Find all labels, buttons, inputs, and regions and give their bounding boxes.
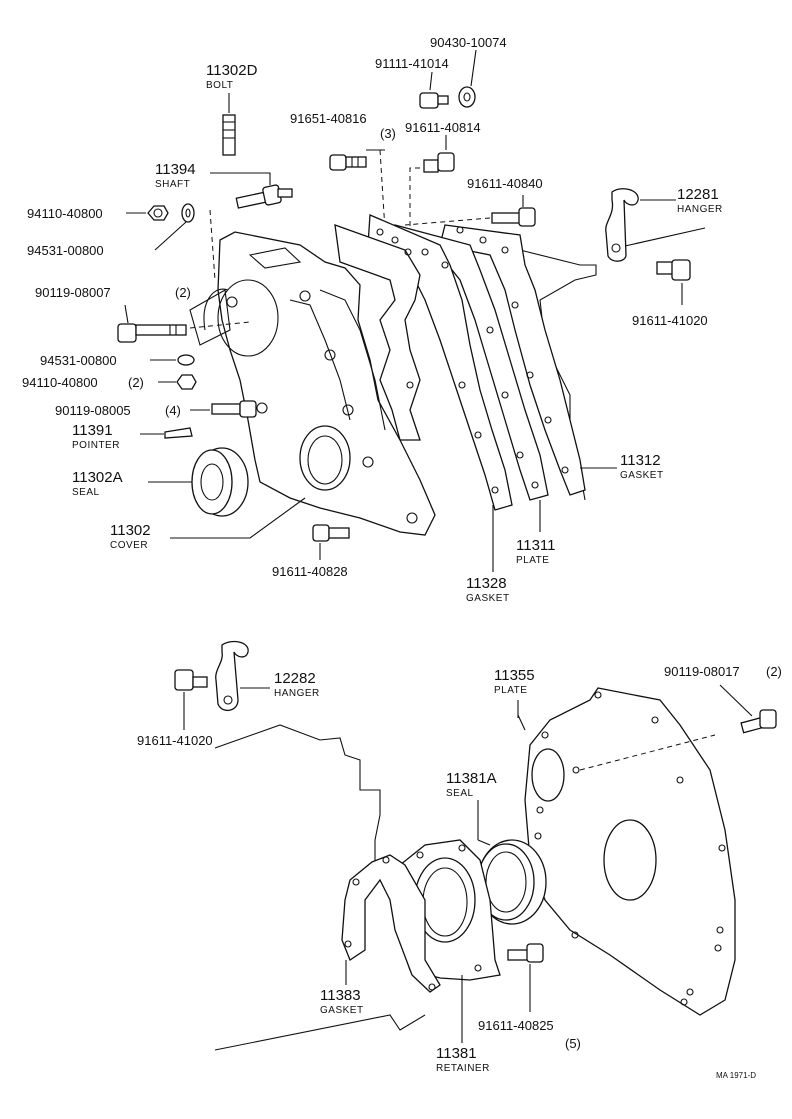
gasket-11328-shape <box>367 214 513 511</box>
bolt-90119-08005-shape <box>190 400 257 418</box>
name-11302: COVER <box>110 540 148 551</box>
plate-11311-shape <box>389 224 549 501</box>
label-91611-41020-b: 91611-41020 <box>137 733 213 748</box>
qty-91611-40825: (5) <box>565 1036 581 1051</box>
label-12281: 12281 <box>677 186 719 203</box>
name-11312: GASKET <box>620 470 664 481</box>
timing-cover-11302-shape <box>217 231 436 536</box>
label-11391: 11391 <box>72 422 113 439</box>
label-11302: 11302 <box>110 522 151 539</box>
cover-top-boss <box>248 247 302 269</box>
shaft-11394-shape <box>210 172 293 209</box>
hanger-12282-shape <box>215 640 270 711</box>
label-11311: 11311 <box>516 537 556 554</box>
cover-bracket <box>189 289 231 346</box>
qty-90119-08017: (2) <box>766 664 782 679</box>
name-11391: POINTER <box>72 440 120 451</box>
label-11328: 11328 <box>466 575 507 592</box>
label-90119-08017: 90119-08017 <box>664 664 740 679</box>
name-11383: GASKET <box>320 1005 364 1016</box>
name-12281: HANGER <box>677 204 723 215</box>
name-12282: HANGER <box>274 688 320 699</box>
gasket-holes <box>376 226 569 494</box>
label-91611-41020-a: 91611-41020 <box>632 313 708 328</box>
bolt-91611-40840-shape <box>404 195 536 227</box>
label-11302D: 11302D <box>206 62 258 79</box>
label-91111: 91111-41014 <box>375 56 449 71</box>
washer-94531-b-shape <box>150 354 195 366</box>
nut-94110-b-shape <box>158 374 197 390</box>
name-11355: PLATE <box>494 685 527 696</box>
washer-94531-shape <box>154 203 216 281</box>
name-11381: RETAINER <box>436 1063 490 1074</box>
label-91651: 91651-40816 <box>290 111 367 126</box>
bolt-91611-41020-a-shape <box>656 259 691 305</box>
cover-seal-bore <box>299 425 351 491</box>
bolt-90119-08007-shape <box>117 304 251 343</box>
label-90119-08005: 90119-08005 <box>55 403 131 418</box>
label-11381: 11381 <box>436 1045 477 1062</box>
label-11302A: 11302A <box>72 469 123 486</box>
name-11311: PLATE <box>516 555 549 566</box>
label-90119-08007: 90119-08007 <box>35 285 111 300</box>
part-labels: 11302D BOLT 90430-10074 91111-41014 9165… <box>22 35 782 1080</box>
gasket-11383-shape <box>341 854 441 993</box>
bolt-91651-shape <box>329 149 386 231</box>
name-11381A: SEAL <box>446 788 474 799</box>
leader-11302 <box>170 497 306 539</box>
label-11394: 11394 <box>155 161 196 178</box>
engine-block-outline-lower <box>214 724 390 871</box>
label-12282: 12282 <box>274 670 316 687</box>
hanger-12281-shape <box>605 188 706 262</box>
bolt-90119-08017-shape <box>719 684 777 734</box>
label-94110-b: 94110-40800 <box>22 375 98 390</box>
bolt-91611-40814-shape <box>409 135 455 270</box>
qty-90119-08005: (4) <box>165 403 181 418</box>
name-11328: GASKET <box>466 593 510 604</box>
pointer-11391-shape <box>140 427 193 439</box>
bolt-91611-41020-b-shape <box>174 669 208 730</box>
label-11312: 11312 <box>620 452 661 469</box>
bolt-91611-40825-shape <box>507 943 544 1012</box>
name-11302D: BOLT <box>206 80 233 91</box>
gasket-front-shape <box>334 224 421 441</box>
gasket-11312-shape <box>439 224 586 496</box>
label-91611-40828: 91611-40828 <box>272 564 348 579</box>
stud-bolt-11302D-shape <box>222 93 236 156</box>
label-91611-40814: 91611-40814 <box>405 120 481 135</box>
plate-holes <box>534 691 726 1006</box>
label-11381A: 11381A <box>446 770 497 787</box>
bolt-91611-40828-shape <box>312 524 350 560</box>
label-90430: 90430-10074 <box>430 35 507 50</box>
label-11355: 11355 <box>494 667 535 684</box>
nut-94110-shape <box>126 205 169 221</box>
label-94531-b: 94531-00800 <box>40 353 117 368</box>
cover-pump-housing <box>217 279 279 357</box>
qty-94110-b: (2) <box>128 375 144 390</box>
label-11383: 11383 <box>320 987 361 1004</box>
label-91611-40825: 91611-40825 <box>478 1018 554 1033</box>
qty-90119-08007: (2) <box>175 285 191 300</box>
qty-91651: (3) <box>380 126 396 141</box>
drawing-reference: MA 1971-D <box>716 1071 756 1080</box>
washer-90430-shape <box>458 49 477 108</box>
label-94110-a: 94110-40800 <box>27 206 103 221</box>
name-11302A: SEAL <box>72 487 100 498</box>
label-94531-a: 94531-00800 <box>27 243 104 258</box>
label-91611-40840: 91611-40840 <box>467 176 543 191</box>
seal-11302A-shape <box>148 447 249 517</box>
seal-11381A-shape <box>477 800 547 925</box>
name-11394: SHAFT <box>155 179 190 190</box>
bolt-91111-shape <box>419 71 449 109</box>
